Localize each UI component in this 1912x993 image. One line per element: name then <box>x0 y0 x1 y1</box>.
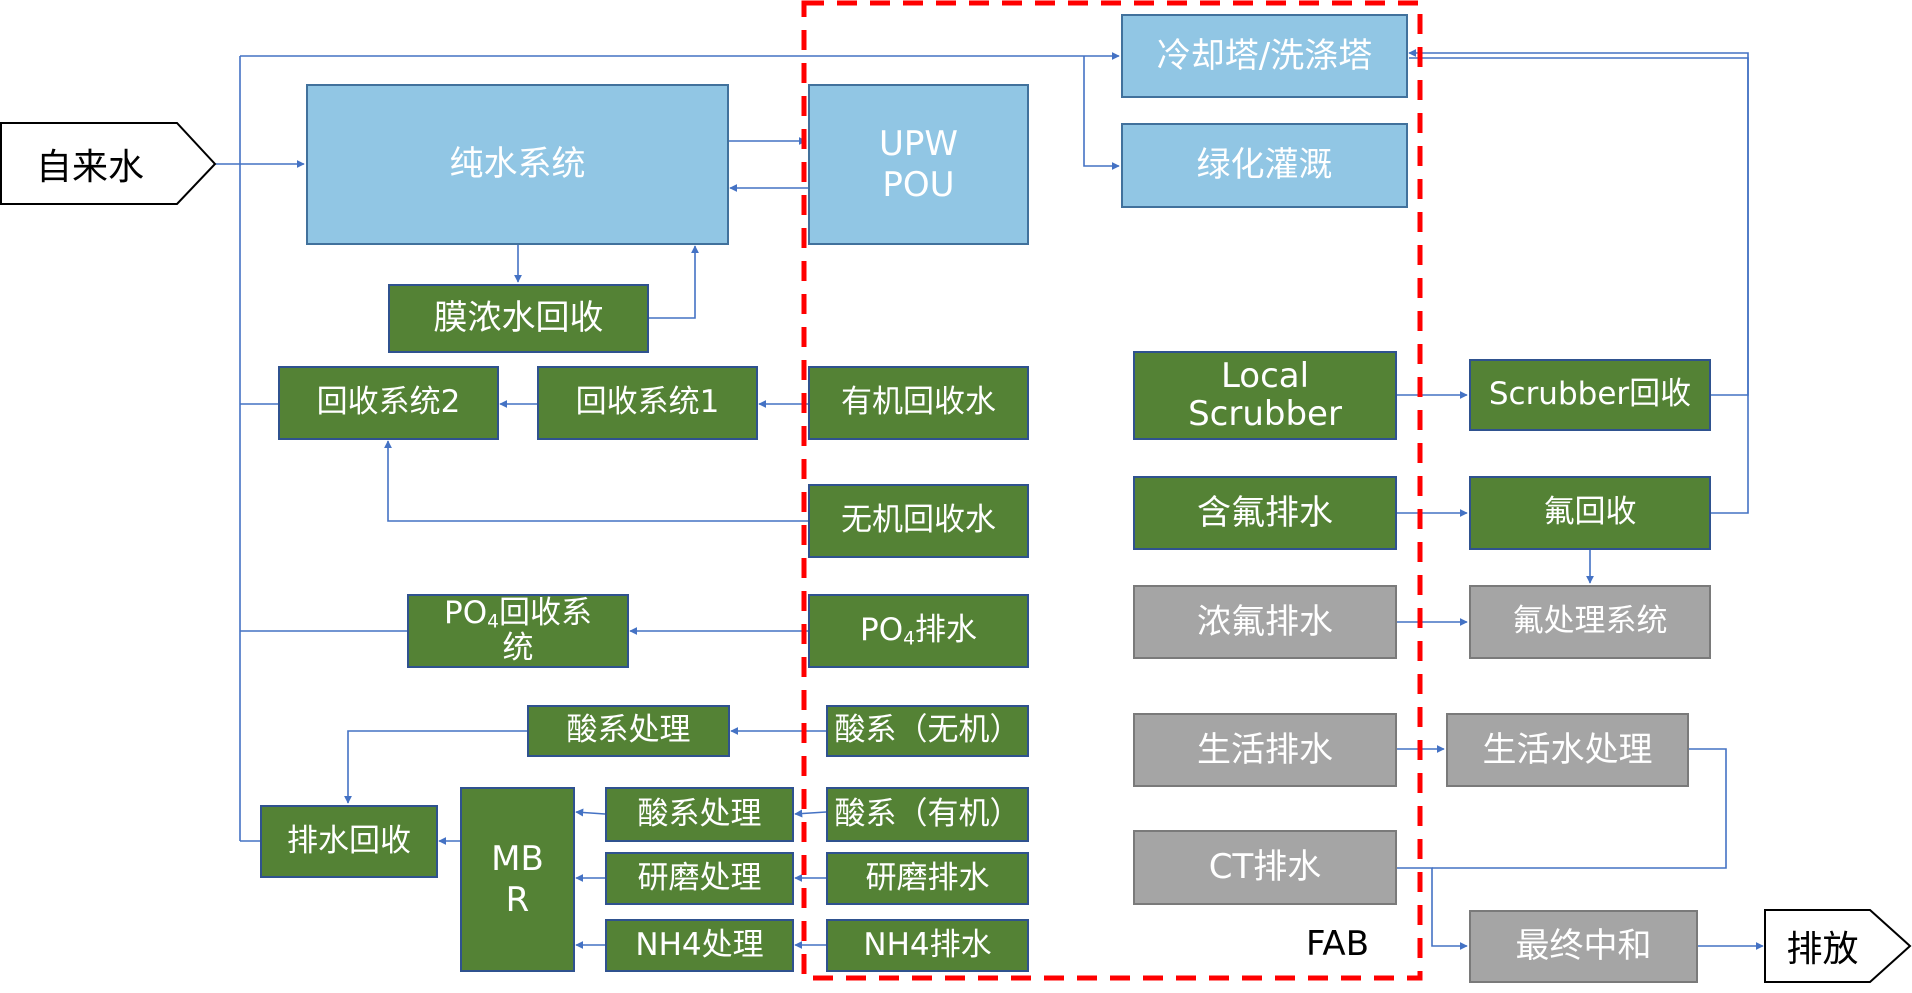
node-domestic-water-treatment[interactable]: 生活水处理 <box>1446 713 1689 787</box>
node-membrane-concentrate-recovery[interactable]: 膜浓水回收 <box>388 284 649 353</box>
flow-scrubber-recovery-to-cooling <box>1408 49 1749 396</box>
node-inorganic-recovery-water[interactable]: 无机回收水 <box>808 484 1029 558</box>
flow-acid-treatment2-to-mbr <box>575 808 606 817</box>
node-scrubber-recovery[interactable]: Scrubber回收 <box>1469 359 1711 431</box>
node-nh4-treatment[interactable]: NH4处理 <box>605 919 794 972</box>
node-fluoride-recovery[interactable]: 氟回收 <box>1469 476 1711 550</box>
po4-drain-prefix: PO <box>860 611 904 648</box>
node-organic-recovery-water[interactable]: 有机回收水 <box>808 366 1029 440</box>
node-ct-drain[interactable]: CT排水 <box>1133 830 1397 905</box>
node-drain-recovery[interactable]: 排水回收 <box>260 805 438 878</box>
po4-drain-subscript: 4 <box>903 628 915 650</box>
node-recovery-system-1[interactable]: 回收系统1 <box>537 366 758 440</box>
node-concentrated-fluoride-drain[interactable]: 浓氟排水 <box>1133 585 1397 659</box>
po4-recovery-subscript: 4 <box>487 611 499 633</box>
po4-drain-label: PO4排水 <box>860 612 977 651</box>
source-terminal-shape <box>0 122 217 205</box>
node-grinding-drain[interactable]: 研磨排水 <box>826 852 1029 905</box>
po4-recovery-suffix: 回收系 <box>498 595 592 632</box>
flow-ct-drain-to-final <box>1396 867 1468 950</box>
node-final-neutralization[interactable]: 最终中和 <box>1469 910 1698 983</box>
node-fluoride-treatment-system[interactable]: 氟处理系统 <box>1469 585 1711 659</box>
po4-recovery-line-1: PO4回收系 <box>444 597 592 632</box>
po4-drain-suffix: 排水 <box>914 611 977 648</box>
node-acid-treatment-1[interactable]: 酸系处理 <box>527 705 730 757</box>
flow-to-green-irrigation <box>1083 56 1120 170</box>
po4-recovery-prefix: PO <box>444 595 488 632</box>
node-po4-recovery-system[interactable]: PO4回收系 统 <box>407 594 629 668</box>
sink-terminal-shape <box>1764 909 1912 983</box>
node-green-irrigation[interactable]: 绿化灌溉 <box>1121 123 1408 208</box>
flow-domestic-treatment-to-final <box>1432 748 1727 869</box>
node-fluoride-drain[interactable]: 含氟排水 <box>1133 476 1397 550</box>
source-tap-water: 自来水 <box>35 146 144 188</box>
node-cooling-scrubber-tower[interactable]: 冷却塔/洗涤塔 <box>1121 14 1408 98</box>
node-acid-organic[interactable]: 酸系（有机） <box>826 787 1029 842</box>
flow-acid-treatment-to-drain-recovery <box>344 730 527 804</box>
node-acid-treatment-2[interactable]: 酸系处理 <box>605 787 794 842</box>
po4-recovery-line-2: 统 <box>502 630 534 667</box>
flow-fluoride-recovery-to-cooling <box>1409 57 1749 514</box>
node-acid-inorganic[interactable]: 酸系（无机） <box>826 705 1029 757</box>
node-grinding-treatment[interactable]: 研磨处理 <box>605 852 794 905</box>
flow-inorganic-to-rec2 <box>384 440 808 522</box>
sink-discharge: 排放 <box>1786 929 1859 970</box>
node-recovery-system-2[interactable]: 回收系统2 <box>278 366 499 440</box>
fab-region-label: FAB <box>1306 924 1370 964</box>
node-po4-drain[interactable]: PO4排水 <box>808 594 1029 668</box>
node-mbr[interactable]: MB R <box>460 787 575 972</box>
fab-boundary <box>801 0 1423 981</box>
node-nh4-drain[interactable]: NH4排水 <box>826 919 1029 972</box>
node-upw-pou[interactable]: UPW POU <box>808 84 1029 245</box>
node-domestic-drain[interactable]: 生活排水 <box>1133 713 1397 787</box>
node-local-scrubber[interactable]: Local Scrubber <box>1133 351 1397 440</box>
flow-membrane-to-pure <box>648 245 699 319</box>
node-pure-water-system[interactable]: 纯水系统 <box>306 84 729 245</box>
flow-acid-organic-to-treatment <box>794 809 827 818</box>
